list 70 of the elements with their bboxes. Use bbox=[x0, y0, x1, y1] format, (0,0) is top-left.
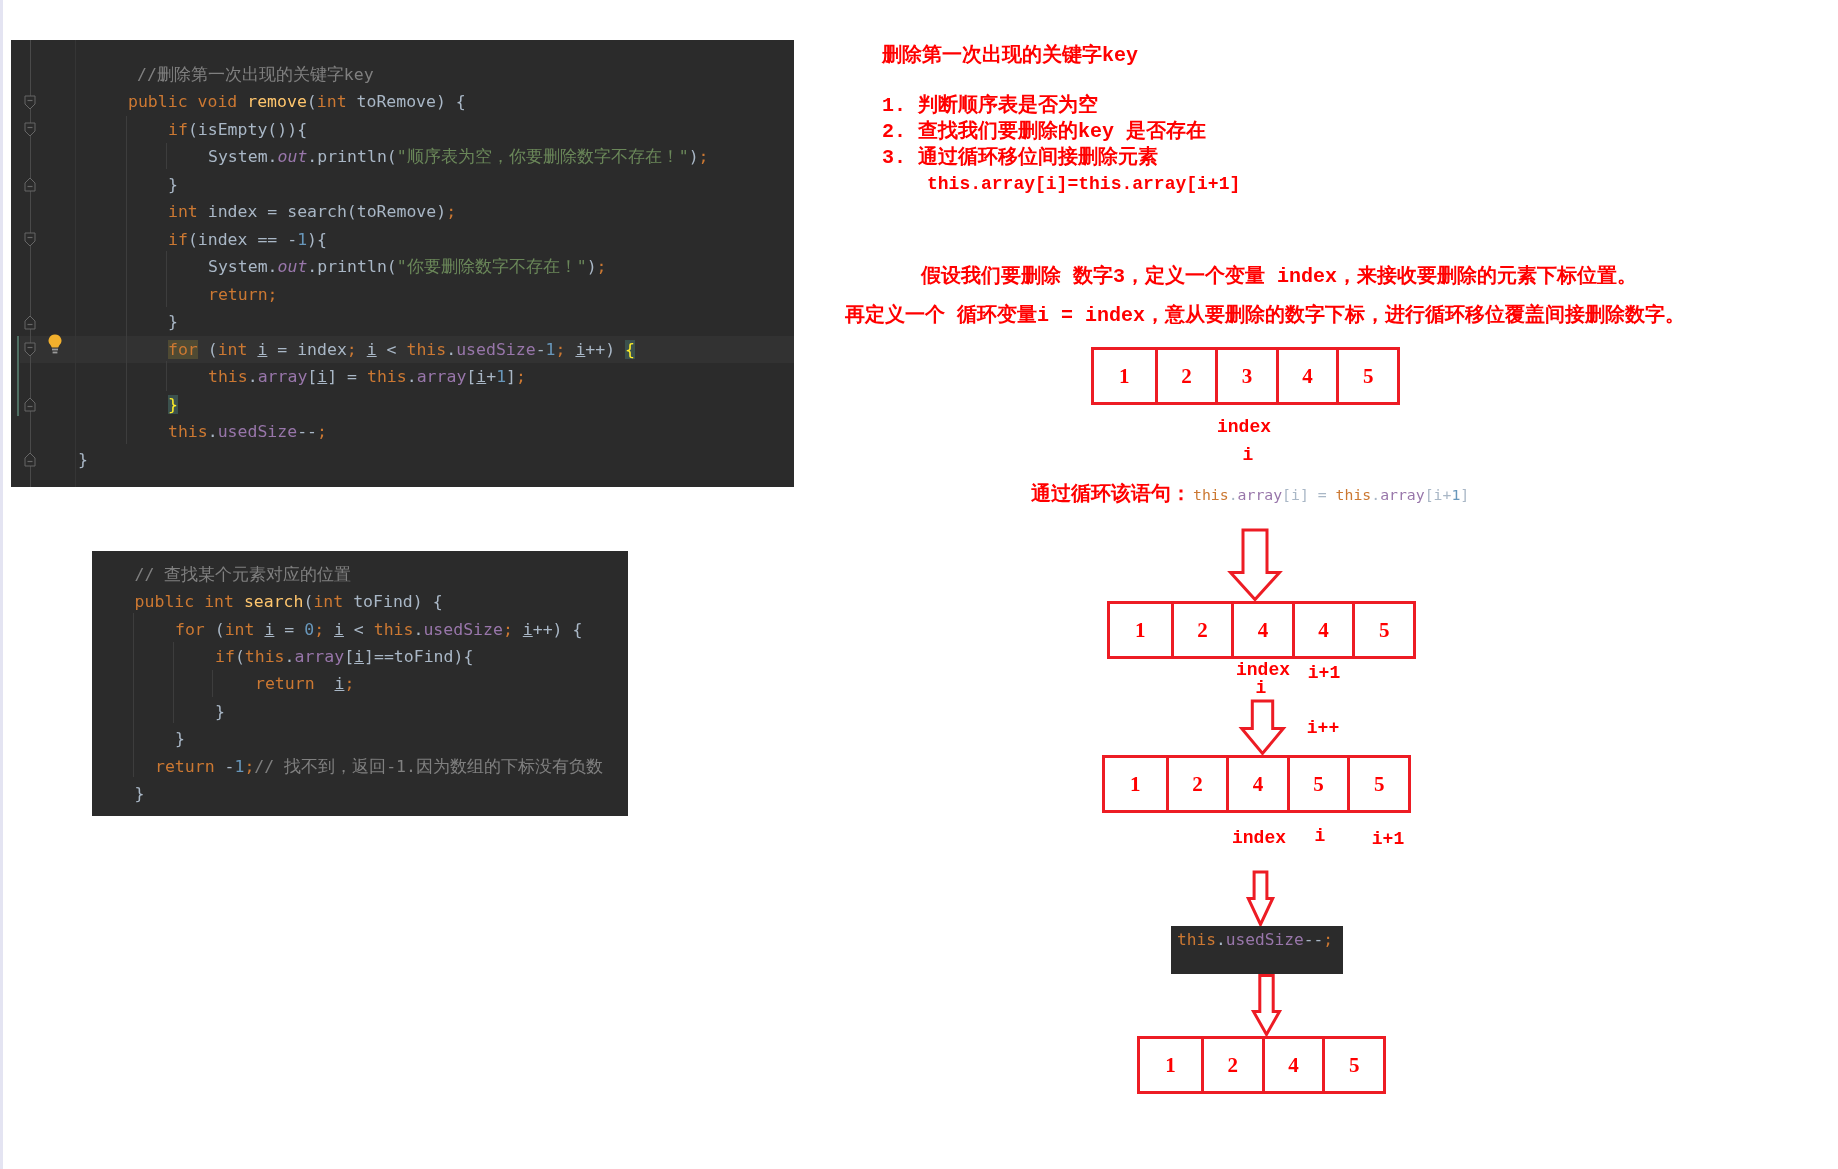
hollow-arrow bbox=[1227, 528, 1283, 602]
code-line: return; bbox=[208, 283, 278, 306]
code-line: if(index == -1){ bbox=[168, 228, 327, 251]
heading: 删除第一次出现的关键字key bbox=[882, 44, 1138, 68]
array-cell: 2 bbox=[1154, 350, 1216, 402]
array-row bbox=[1091, 347, 1400, 405]
array-cell: 5 bbox=[1322, 1039, 1383, 1091]
array-cell: 1 bbox=[1105, 758, 1166, 810]
code-line: } bbox=[215, 700, 225, 723]
array-cell: 1 bbox=[1110, 604, 1171, 656]
hollow-arrow bbox=[1250, 974, 1283, 1038]
code-box: this.usedSize--; bbox=[1171, 926, 1343, 974]
variable-label: i bbox=[1255, 679, 1267, 697]
array-cell: 5 bbox=[1336, 350, 1397, 402]
code-line: int index = search(toRemove); bbox=[168, 201, 457, 223]
code-panel bbox=[92, 551, 628, 816]
array-cell: 1 bbox=[1094, 350, 1155, 402]
variable-label: i+1 bbox=[1371, 830, 1405, 848]
code-line: System.out.println("你要删除数字不存在！"); bbox=[208, 256, 607, 278]
code-line: //删除第一次出现的关键字key bbox=[137, 63, 374, 86]
array-cell: 5 bbox=[1352, 604, 1413, 656]
code-line: } bbox=[168, 311, 178, 333]
code-line: public int search(int toFind) { bbox=[134, 591, 443, 614]
code-snippet: this.array[i] = this.array[i+1] bbox=[1193, 486, 1470, 504]
array-cell: 1 bbox=[1140, 1039, 1201, 1091]
code-line: System.out.println("顺序表为空，你要删除数字不存在！"); bbox=[208, 146, 709, 168]
variable-label: i+1 bbox=[1307, 664, 1341, 682]
code-line: } bbox=[168, 173, 178, 196]
variable-label: index bbox=[1217, 418, 1271, 436]
list-item: 1. 判断顺序表是否为空 bbox=[882, 94, 1098, 118]
array-cell: 4 bbox=[1275, 350, 1337, 402]
array-row bbox=[1137, 1036, 1386, 1094]
array-cell: 3 bbox=[1215, 350, 1276, 402]
note-text: 假设我们要删除 数字3，定义一个变量 index，来接收要删除的元素下标位置。 bbox=[921, 265, 1637, 289]
code-line: for (int i = 0; i < this.usedSize; i++) { bbox=[175, 618, 583, 641]
code-line: this.array[i] = this.array[i+1]; bbox=[208, 366, 526, 388]
code-line: return i; bbox=[255, 673, 355, 696]
variable-label: index bbox=[1232, 829, 1286, 847]
array-cell: 4 bbox=[1226, 758, 1287, 810]
code-panel bbox=[11, 40, 794, 487]
code-line: // 查找某个元素对应的位置 bbox=[134, 563, 352, 586]
note-text: 通过循环该语句： bbox=[1031, 483, 1191, 507]
code-line: if(this.array[i]==toFind){ bbox=[215, 646, 474, 668]
array-cell: 2 bbox=[1165, 758, 1227, 810]
array-cell: 4 bbox=[1231, 604, 1292, 656]
code-line: this.usedSize--; bbox=[168, 421, 327, 443]
array-cell: 4 bbox=[1291, 604, 1353, 656]
code-line: if(isEmpty()){ bbox=[168, 118, 308, 141]
code-line: for (int i = index; i < this.usedSize-1; i++) { bbox=[168, 338, 636, 361]
array-cell: 5 bbox=[1286, 758, 1348, 810]
code-line: } bbox=[78, 448, 88, 471]
array-cell: 2 bbox=[1170, 604, 1232, 656]
code-line: } bbox=[175, 728, 185, 751]
code-line: public void remove(int toRemove) { bbox=[128, 91, 466, 113]
array-row bbox=[1102, 755, 1411, 813]
variable-label: i bbox=[1242, 446, 1254, 464]
note-text: 再定义一个 循环变量i = index，意从要删除的数字下标，进行循环移位覆盖间接删除数字。 bbox=[845, 304, 1686, 328]
formula-text: this.array[i]=this.array[i+1] bbox=[927, 174, 1241, 196]
array-cell: 2 bbox=[1200, 1039, 1262, 1091]
code-line: } bbox=[134, 783, 145, 805]
list-item: 2. 查找我们要删除的key 是否存在 bbox=[882, 120, 1206, 144]
hollow-arrow bbox=[1238, 699, 1287, 756]
list-item: 3. 通过循环移位间接删除元素 bbox=[882, 146, 1158, 170]
array-cell: 4 bbox=[1261, 1039, 1323, 1091]
variable-label: index bbox=[1236, 661, 1290, 679]
array-cell: 5 bbox=[1347, 758, 1408, 810]
variable-label: i bbox=[1314, 827, 1326, 845]
hollow-arrow bbox=[1245, 870, 1276, 929]
code-line: return -1;// 找不到，返回-1.因为数组的下标没有负数 bbox=[155, 755, 603, 778]
array-row bbox=[1107, 601, 1416, 659]
